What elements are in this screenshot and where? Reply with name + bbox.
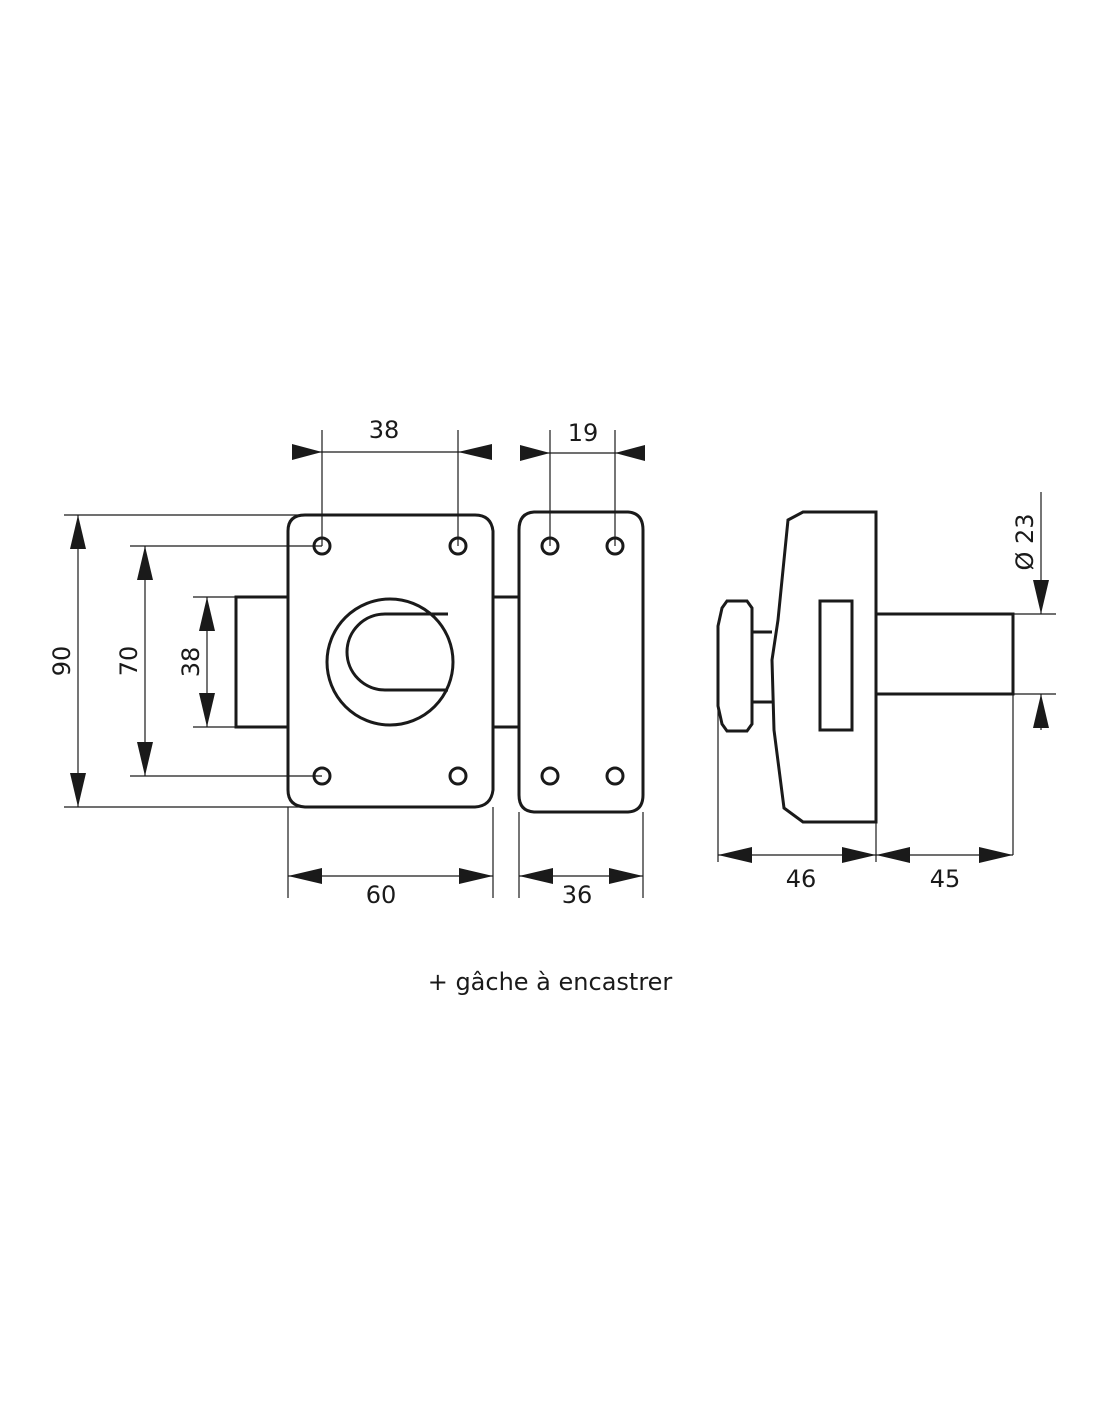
dim-label-overall-height: 90: [48, 646, 76, 677]
dim-label-cylinder-projection: 45: [930, 865, 961, 893]
strike-hole-bottom-left: [540, 766, 560, 786]
dim-label-bolt-height: 38: [177, 647, 205, 678]
bolt-slot: [818, 599, 854, 732]
lock-body-front-view: [234, 513, 518, 809]
dim-bolt-height: 38: [177, 596, 236, 728]
caption-strike-note: + gâche à encastrer: [427, 968, 673, 996]
dim-body-width: 60: [287, 807, 494, 909]
dim-label-body-width: 60: [366, 881, 397, 909]
strike-hole-bottom-right: [605, 766, 625, 786]
thumb-knob: [716, 599, 754, 733]
dim-label-hole-spacing-vertical: 70: [115, 646, 143, 677]
dim-label-side-depth: 46: [786, 865, 817, 893]
knob-stem: [752, 630, 772, 704]
cylinder-rosette: [325, 597, 455, 727]
lock-side-view: [716, 510, 1015, 824]
bolt-connector: [493, 595, 518, 729]
dim-cylinder-diameter: Ø 23: [1011, 492, 1056, 730]
lock-body-outline: [286, 513, 495, 809]
dim-label-strike-hole-spacing: 19: [568, 419, 599, 447]
dim-overall-height: 90: [48, 514, 305, 808]
dim-label-strike-width: 36: [562, 881, 593, 909]
dim-label-cylinder-diameter: Ø 23: [1011, 513, 1039, 570]
strike-plate-front-view: [517, 510, 645, 814]
dim-cylinder-projection: 45: [876, 694, 1014, 893]
dim-side-depth: 46: [717, 706, 877, 893]
dim-strike-width: 36: [518, 812, 644, 909]
bolt-left-stub: [234, 595, 288, 729]
screw-hole-bottom-right: [448, 766, 468, 786]
side-body-outline: [770, 510, 878, 824]
dim-label-front-hole-spacing: 38: [369, 416, 400, 444]
strike-plate-outline: [517, 510, 645, 814]
dim-front-hole-spacing: 38: [292, 416, 492, 546]
dim-strike-hole-spacing: 19: [520, 419, 645, 546]
cylinder-projection: [876, 612, 1015, 696]
key-slot: [345, 612, 448, 692]
dim-hole-spacing-vertical: 70: [115, 545, 322, 777]
